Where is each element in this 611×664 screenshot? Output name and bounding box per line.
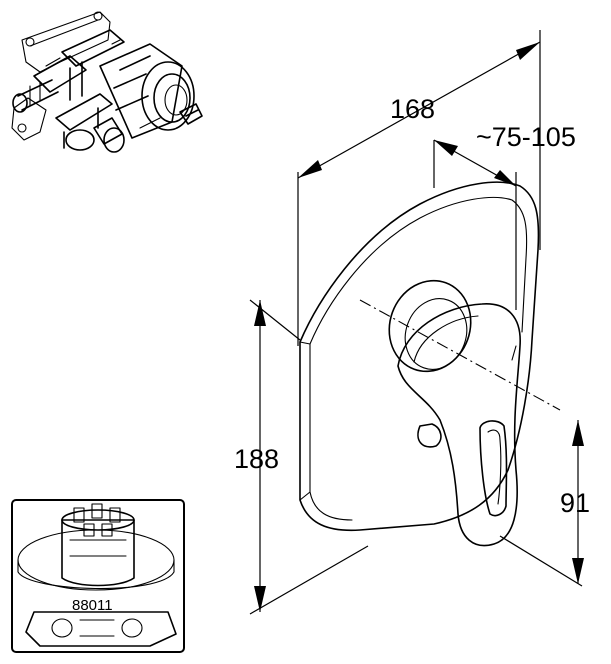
valve-body-illustration bbox=[11, 11, 203, 153]
dimension-height-label: 188 bbox=[234, 444, 279, 474]
dimension-width: 168 bbox=[297, 30, 541, 346]
dimension-offset-label: 91 bbox=[560, 488, 590, 518]
inset-box: 88011 bbox=[11, 499, 185, 653]
center-axis-line bbox=[359, 299, 561, 411]
mixer-handle bbox=[388, 279, 521, 547]
dimension-depth: ~75-105 bbox=[433, 122, 576, 310]
dimension-width-label: 168 bbox=[390, 94, 435, 124]
inset-part-number: 88011 bbox=[72, 597, 113, 614]
dimension-depth-label: ~75-105 bbox=[476, 122, 576, 152]
dimension-offset: 91 bbox=[499, 420, 590, 587]
dimension-height: 188 bbox=[234, 299, 369, 615]
escutcheon-plate bbox=[299, 181, 540, 532]
